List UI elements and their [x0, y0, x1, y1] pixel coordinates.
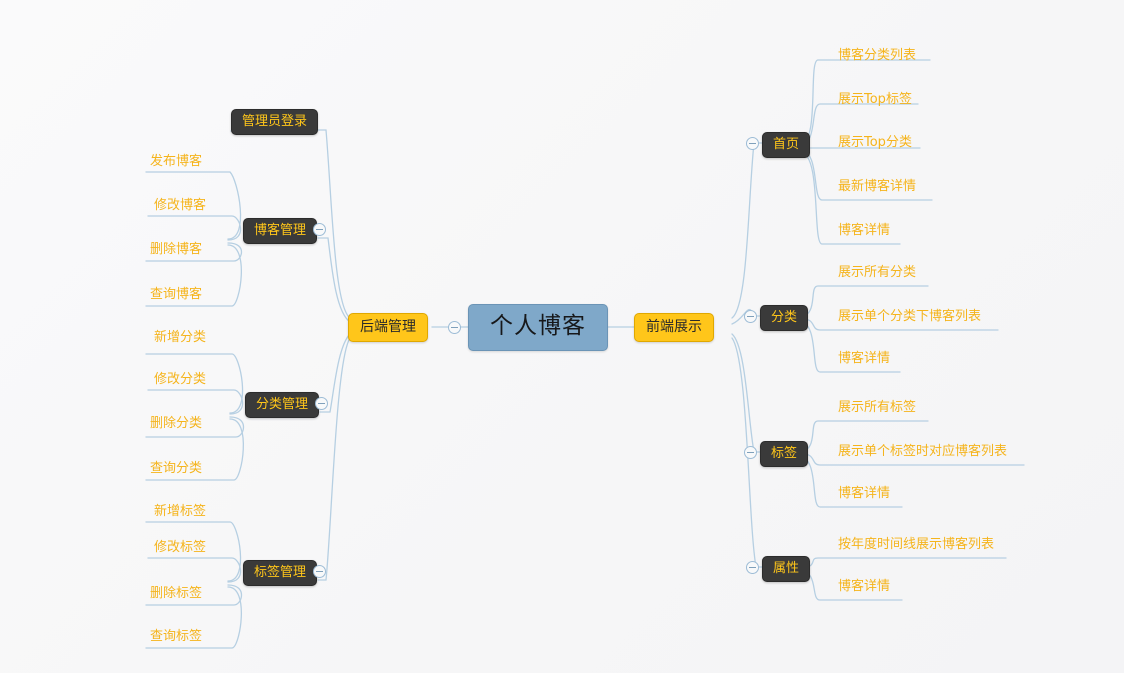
leaf-query-category[interactable]: 查询分类 [148, 462, 204, 478]
leaf-tag-blog-detail-label: 博客详情 [838, 486, 891, 501]
leaf-tag-blog-list[interactable]: 展示单个标签时对应博客列表 [836, 445, 1009, 461]
leaf-publish-blog[interactable]: 发布博客 [148, 155, 204, 171]
leaf-category-blog-list-label: 展示单个分类下博客列表 [838, 309, 982, 324]
leaf-home-blog-category-list[interactable]: 博客分类列表 [836, 49, 918, 65]
branch-node-frontend[interactable]: 前端展示 [634, 313, 714, 342]
leaf-query-blog-label: 查询博客 [150, 287, 203, 302]
leaf-delete-category[interactable]: 删除分类 [148, 417, 204, 433]
leaf-tag-blog-detail[interactable]: 博客详情 [836, 487, 892, 503]
node-category-collapse-toggle[interactable] [744, 310, 757, 323]
leaf-query-category-label: 查询分类 [150, 461, 203, 476]
leaf-home-blog-category-list-label: 博客分类列表 [838, 48, 917, 63]
leaf-home-top-tags-label: 展示Top标签 [838, 92, 912, 107]
node-blog-manage-label: 博客管理 [254, 223, 307, 238]
leaf-category-show-all[interactable]: 展示所有分类 [836, 266, 918, 282]
leaf-edit-tag[interactable]: 修改标签 [152, 541, 208, 557]
leaf-delete-tag[interactable]: 删除标签 [148, 587, 204, 603]
leaf-home-latest-blog-detail-label: 最新博客详情 [838, 179, 917, 194]
leaf-tag-blog-list-label: 展示单个标签时对应博客列表 [838, 444, 1008, 459]
leaf-archive-blog-detail[interactable]: 博客详情 [836, 580, 892, 596]
node-tag-collapse-toggle[interactable] [744, 446, 757, 459]
leaf-edit-blog-label: 修改博客 [154, 198, 207, 213]
leaf-query-tag-label: 查询标签 [150, 629, 203, 644]
node-blog-manage[interactable]: 博客管理 [243, 218, 318, 244]
node-blog-manage-collapse-toggle[interactable] [313, 223, 326, 236]
node-admin-login[interactable]: 管理员登录 [231, 109, 319, 135]
leaf-archive-blog-detail-label: 博客详情 [838, 579, 891, 594]
node-tag[interactable]: 标签 [760, 441, 809, 467]
branch-node-frontend-label: 前端展示 [646, 319, 702, 335]
node-archive-label: 属性 [773, 561, 800, 576]
node-tag-manage[interactable]: 标签管理 [243, 560, 318, 586]
node-category[interactable]: 分类 [760, 305, 809, 331]
node-archive[interactable]: 属性 [762, 556, 811, 582]
leaf-tag-show-all-label: 展示所有标签 [838, 400, 917, 415]
leaf-add-category[interactable]: 新增分类 [152, 331, 208, 347]
root-node[interactable]: 个人博客 [468, 304, 608, 351]
leaf-home-top-categories[interactable]: 展示Top分类 [836, 136, 914, 152]
leaf-home-top-categories-label: 展示Top分类 [838, 135, 912, 150]
leaf-edit-blog[interactable]: 修改博客 [152, 199, 208, 215]
leaf-home-blog-detail[interactable]: 博客详情 [836, 224, 892, 240]
leaf-category-blog-detail-label: 博客详情 [838, 351, 891, 366]
leaf-archive-year-timeline[interactable]: 按年度时间线展示博客列表 [836, 538, 996, 554]
leaf-add-tag[interactable]: 新增标签 [152, 505, 208, 521]
leaf-publish-blog-label: 发布博客 [150, 154, 203, 169]
leaf-edit-category-label: 修改分类 [154, 372, 207, 387]
leaf-delete-blog[interactable]: 删除博客 [148, 243, 204, 259]
root-collapse-toggle[interactable] [448, 321, 461, 334]
node-admin-login-label: 管理员登录 [242, 114, 308, 129]
leaf-category-show-all-label: 展示所有分类 [838, 265, 917, 280]
leaf-category-blog-list[interactable]: 展示单个分类下博客列表 [836, 310, 983, 326]
leaf-delete-blog-label: 删除博客 [150, 242, 203, 257]
node-category-manage-collapse-toggle[interactable] [315, 397, 328, 410]
branch-node-backend-label: 后端管理 [360, 319, 416, 335]
leaf-edit-tag-label: 修改标签 [154, 540, 207, 555]
branch-node-backend[interactable]: 后端管理 [348, 313, 428, 342]
leaf-query-tag[interactable]: 查询标签 [148, 630, 204, 646]
leaf-query-blog[interactable]: 查询博客 [148, 288, 204, 304]
node-category-manage[interactable]: 分类管理 [245, 392, 320, 418]
root-node-label: 个人博客 [490, 313, 586, 339]
leaf-tag-show-all[interactable]: 展示所有标签 [836, 401, 918, 417]
leaf-home-top-tags[interactable]: 展示Top标签 [836, 93, 914, 109]
node-tag-manage-collapse-toggle[interactable] [313, 565, 326, 578]
node-category-manage-label: 分类管理 [256, 397, 309, 412]
leaf-home-latest-blog-detail[interactable]: 最新博客详情 [836, 180, 918, 196]
node-home-collapse-toggle[interactable] [746, 137, 759, 150]
leaf-add-tag-label: 新增标签 [154, 504, 207, 519]
leaf-add-category-label: 新增分类 [154, 330, 207, 345]
node-tag-label: 标签 [771, 446, 798, 461]
node-archive-collapse-toggle[interactable] [746, 561, 759, 574]
node-tag-manage-label: 标签管理 [254, 565, 307, 580]
leaf-archive-year-timeline-label: 按年度时间线展示博客列表 [838, 537, 995, 552]
leaf-edit-category[interactable]: 修改分类 [152, 373, 208, 389]
leaf-category-blog-detail[interactable]: 博客详情 [836, 352, 892, 368]
node-home[interactable]: 首页 [762, 132, 811, 158]
leaf-home-blog-detail-label: 博客详情 [838, 223, 891, 238]
node-category-label: 分类 [771, 310, 798, 325]
leaf-delete-category-label: 删除分类 [150, 416, 203, 431]
leaf-delete-tag-label: 删除标签 [150, 586, 203, 601]
node-home-label: 首页 [773, 137, 800, 152]
